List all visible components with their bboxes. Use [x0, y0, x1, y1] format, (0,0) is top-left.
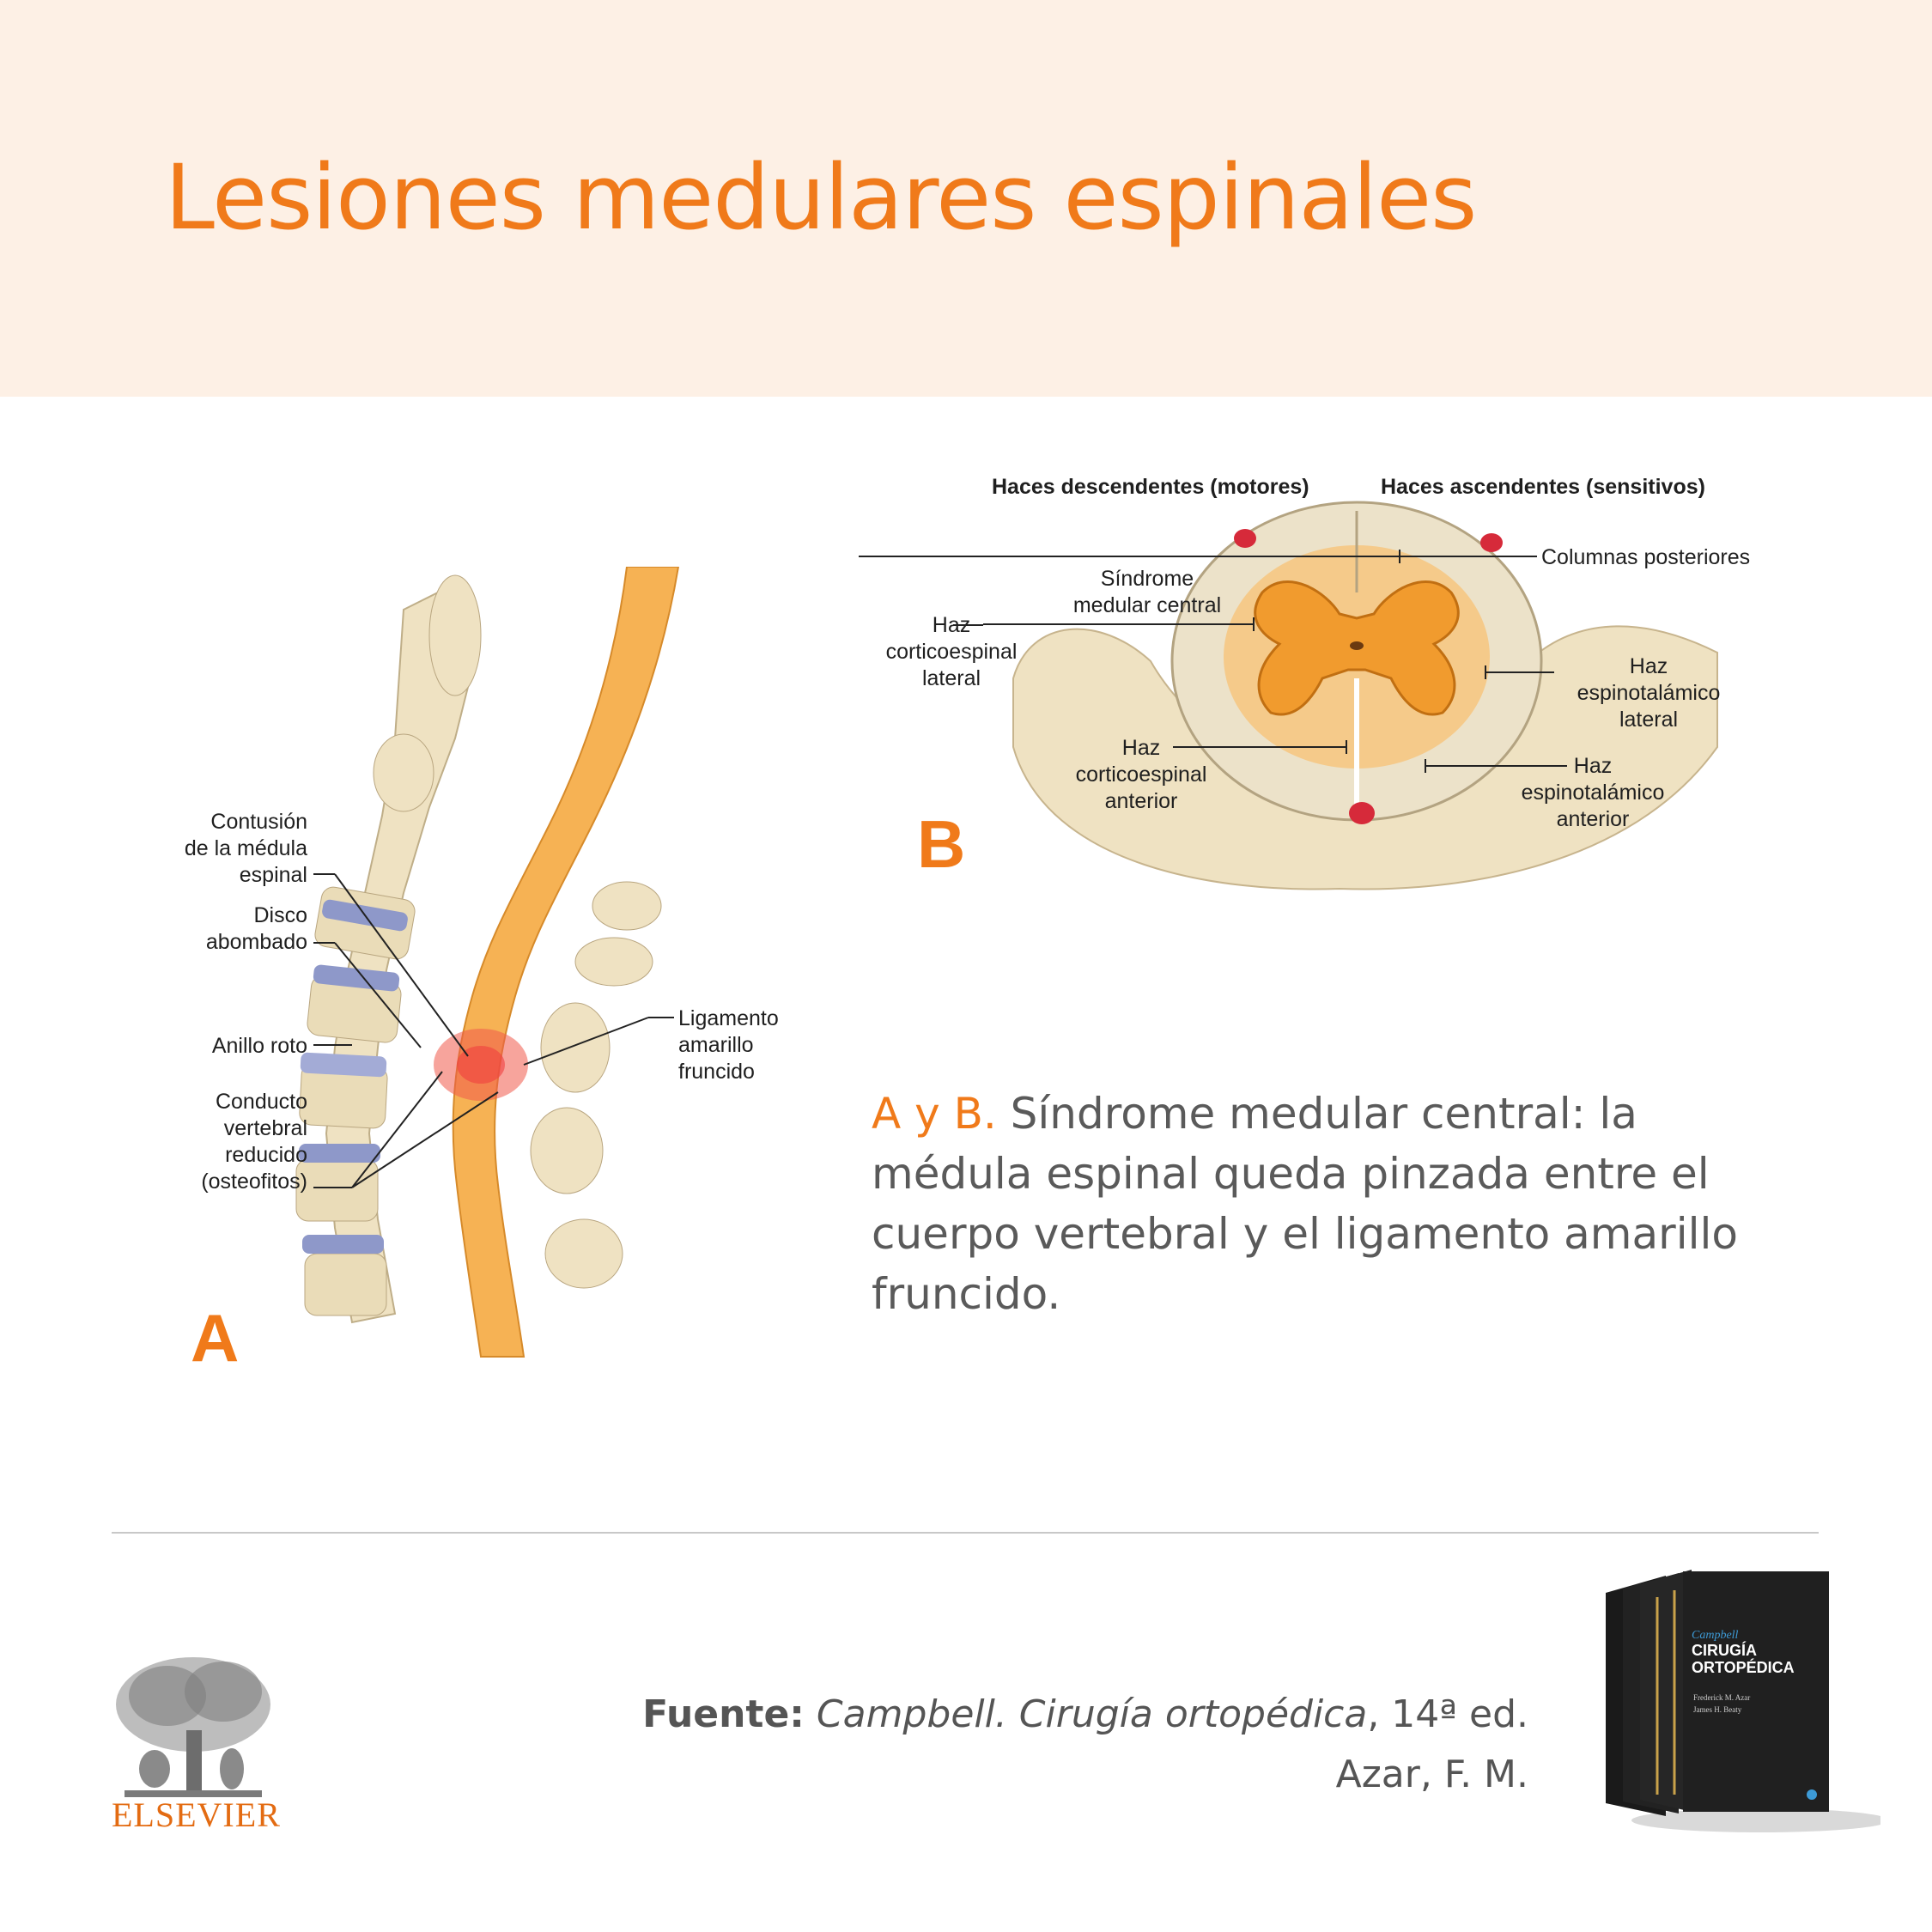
cord-cross-section: [1012, 501, 1718, 890]
label-conducto-4: (osteofitos): [201, 1170, 307, 1194]
book-title-2: ORTOPÉDICA: [1692, 1658, 1795, 1676]
book-author-2: James H. Beaty: [1693, 1705, 1742, 1714]
diagram-b-cross-section: Haces descendentes (motores) Haces ascen…: [859, 475, 1750, 890]
label-haz-el-1: Haz: [1630, 654, 1668, 678]
source-author: Azar, F. M.: [1335, 1753, 1528, 1796]
label-ligamento-3: fruncido: [678, 1060, 755, 1084]
elsevier-tree-logo: [116, 1657, 270, 1797]
label-haz-ca-1: Haz: [1122, 736, 1160, 760]
caption-text: Síndrome medular central: la médula espi…: [872, 1089, 1738, 1319]
publisher-wordmark: ELSEVIER: [112, 1795, 281, 1834]
source-book: Campbell. Cirugía ortopédica: [816, 1692, 1368, 1736]
page-title: Lesiones medulares espinales: [165, 145, 1477, 250]
label-haz-el-2: espinotalámico: [1577, 681, 1721, 705]
label-columnas: Columnas posteriores: [1541, 545, 1750, 569]
diagram-a-sagittal-spine: Contusión de la médula espinal Disco abo…: [185, 567, 779, 1376]
label-haz-ca-3: anterior: [1105, 789, 1178, 813]
label-descendentes: Haces descendentes (motores): [992, 475, 1309, 499]
label-anillo: Anillo roto: [212, 1034, 307, 1058]
source-edition: , 14ª ed.: [1367, 1692, 1528, 1736]
label-haz-cl-2: corticoespinal: [886, 640, 1018, 664]
label-ligamento-2: amarillo: [678, 1033, 754, 1057]
label-haz-ca-2: corticoespinal: [1076, 762, 1207, 787]
label-ligamento-1: Ligamento: [678, 1006, 779, 1030]
spine-illustration: [295, 567, 680, 1358]
label-conducto-3: reducido: [225, 1143, 307, 1167]
label-haz-ea-2: espinotalámico: [1522, 781, 1665, 805]
source-credit: Fuente: Campbell. Cirugía ortopédica, 14…: [642, 1685, 1528, 1805]
book-brand: Campbell: [1692, 1629, 1739, 1642]
label-ascendentes: Haces ascendentes (sensitivos): [1381, 475, 1705, 499]
panel-letter-a: A: [191, 1300, 239, 1376]
header-band: [0, 0, 1932, 397]
source-label: Fuente:: [642, 1692, 805, 1736]
label-haz-el-3: lateral: [1619, 708, 1678, 732]
figure-caption: A y B. Síndrome medular central: la médu…: [872, 1084, 1799, 1324]
caption-highlight: A y B.: [872, 1089, 997, 1139]
panel-letter-b: B: [917, 806, 965, 882]
label-haz-ea-1: Haz: [1574, 754, 1612, 778]
label-disco-2: abombado: [206, 930, 307, 954]
label-contusion-3: espinal: [240, 863, 307, 887]
label-contusion-1: Contusión: [210, 810, 307, 834]
label-conducto-1: Conducto: [216, 1090, 307, 1114]
label-conducto-2: vertebral: [224, 1116, 307, 1140]
label-sindrome-1: Síndrome: [1101, 567, 1194, 591]
label-haz-cl-1: Haz: [933, 613, 970, 637]
label-haz-ea-3: anterior: [1557, 807, 1630, 831]
book-title-1: CIRUGÍA: [1692, 1641, 1757, 1659]
label-contusion-2: de la médula: [185, 836, 307, 860]
book-author-1: Frederick M. Azar: [1693, 1693, 1750, 1702]
divider: [112, 1532, 1819, 1534]
label-haz-cl-3: lateral: [922, 666, 981, 690]
label-sindrome-2: medular central: [1073, 593, 1221, 617]
book-cover-image: Campbell CIRUGÍA ORTOPÉDICA Frederick M.…: [1606, 1570, 1880, 1832]
label-disco-1: Disco: [253, 903, 307, 927]
